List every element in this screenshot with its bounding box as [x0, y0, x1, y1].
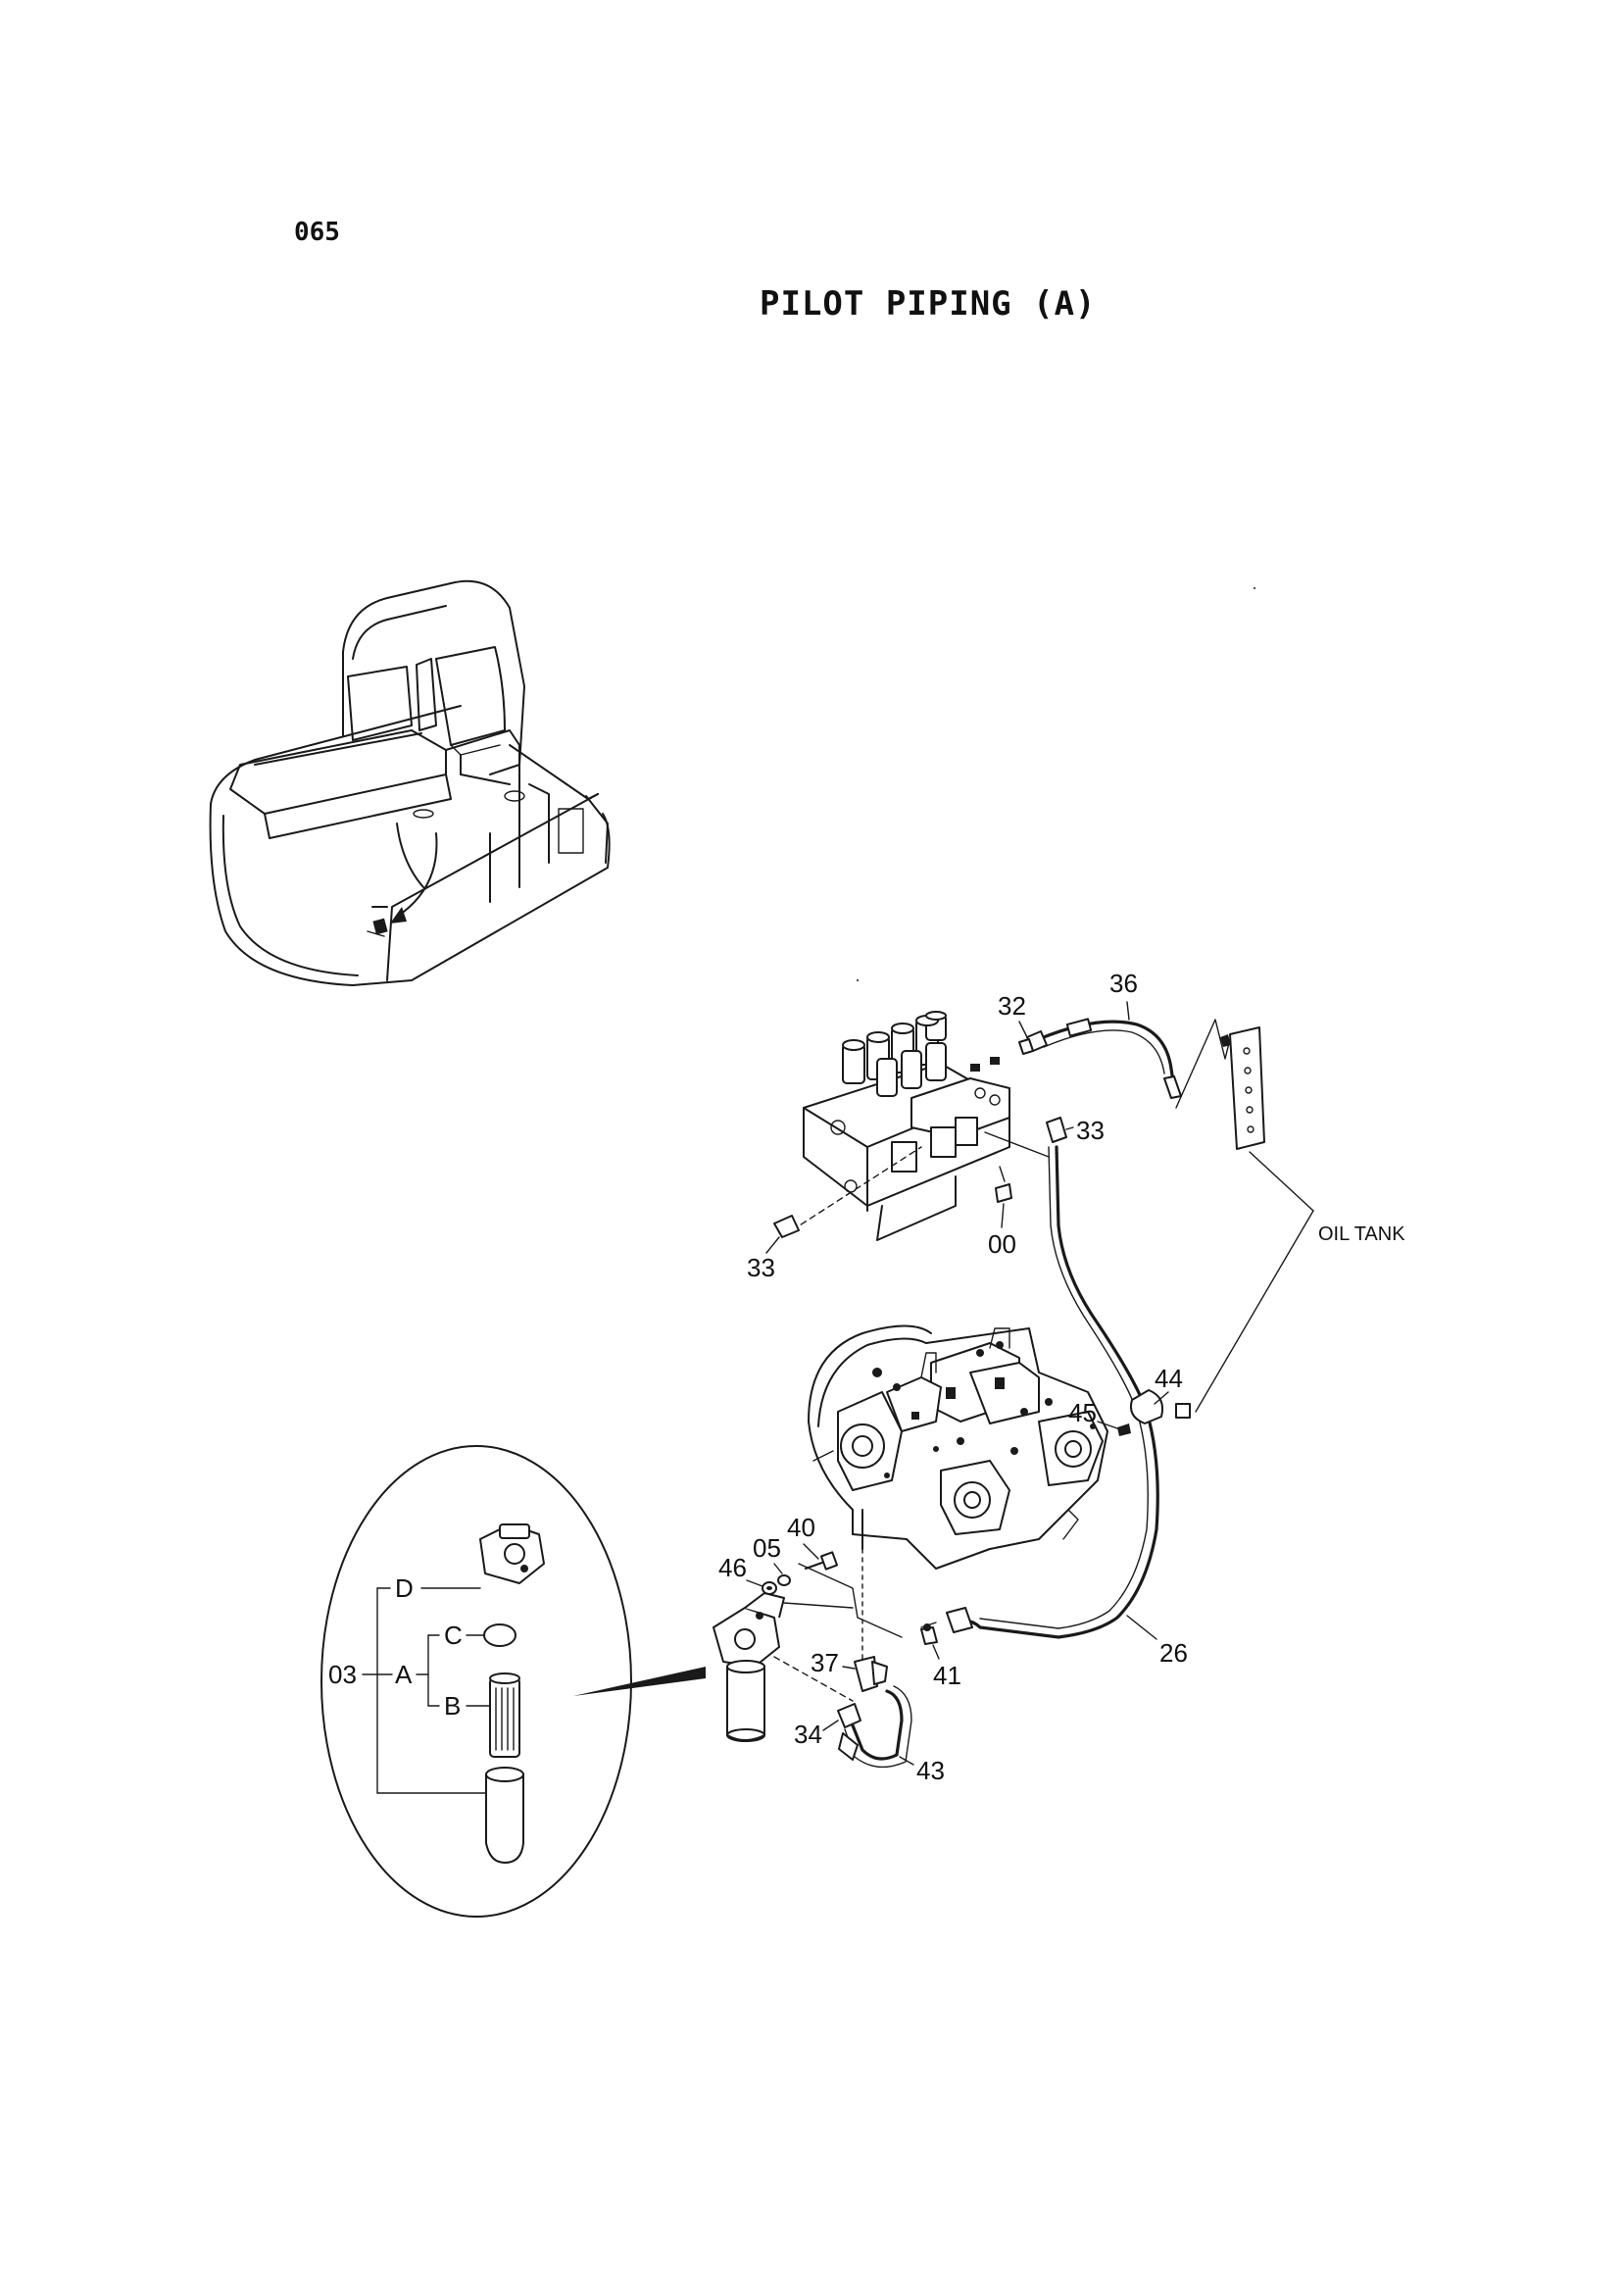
control-valve-illustration [773, 1011, 1050, 1241]
callout-labels: 36 32 33 33 00 OIL TANK 44 45 40 05 46 3… [328, 969, 1405, 1785]
detail-callout-B: B [444, 1691, 461, 1721]
callout-44: 44 [1155, 1364, 1183, 1393]
callout-37: 37 [811, 1648, 839, 1677]
hose-36-and-tank-bracket [1018, 1018, 1314, 1413]
callout-34: 34 [794, 1720, 822, 1749]
callout-40: 40 [787, 1513, 815, 1542]
callout-33-lower: 33 [747, 1253, 775, 1282]
pilot-filter-assembly [713, 1548, 938, 1769]
excavator-overview-illustration [209, 579, 611, 986]
hose-33-44-26 [920, 1117, 1191, 1639]
detail-callout-A: A [395, 1660, 413, 1689]
callout-43: 43 [916, 1756, 945, 1785]
callout-45: 45 [1068, 1398, 1097, 1427]
filter-detail-bubble [320, 1445, 706, 1918]
callout-33-upper: 33 [1076, 1116, 1105, 1145]
pump-illustration [808, 1324, 1108, 1570]
callout-05: 05 [753, 1533, 781, 1563]
callout-41: 41 [933, 1661, 961, 1690]
valve-spools [842, 1011, 947, 1097]
oil-tank-label: OIL TANK [1318, 1223, 1405, 1245]
callout-00: 00 [988, 1229, 1016, 1259]
detail-callout-03: 03 [328, 1660, 357, 1689]
callout-36: 36 [1109, 969, 1138, 998]
callout-26: 26 [1159, 1638, 1188, 1668]
callout-32: 32 [998, 991, 1026, 1021]
detail-callout-D: D [395, 1573, 414, 1603]
page-code: 065 [294, 218, 340, 247]
detail-callout-C: C [444, 1621, 463, 1650]
callout-46: 46 [718, 1553, 747, 1582]
page-title: PILOT PIPING (A) [760, 284, 1097, 324]
